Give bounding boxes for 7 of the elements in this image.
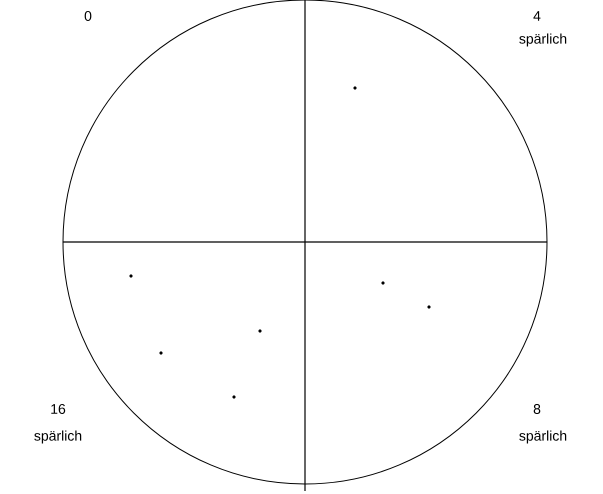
quadrant-label: spärlich (34, 430, 82, 444)
quadrant-label: 0 (84, 11, 92, 21)
quadrant-label: spärlich (519, 430, 566, 444)
quadrant-label: 16 (51, 404, 66, 414)
quadrant-label: 4 (533, 11, 540, 21)
quadrant-label: 8 (534, 404, 540, 414)
quadrant-label: spärlich (519, 33, 566, 46)
